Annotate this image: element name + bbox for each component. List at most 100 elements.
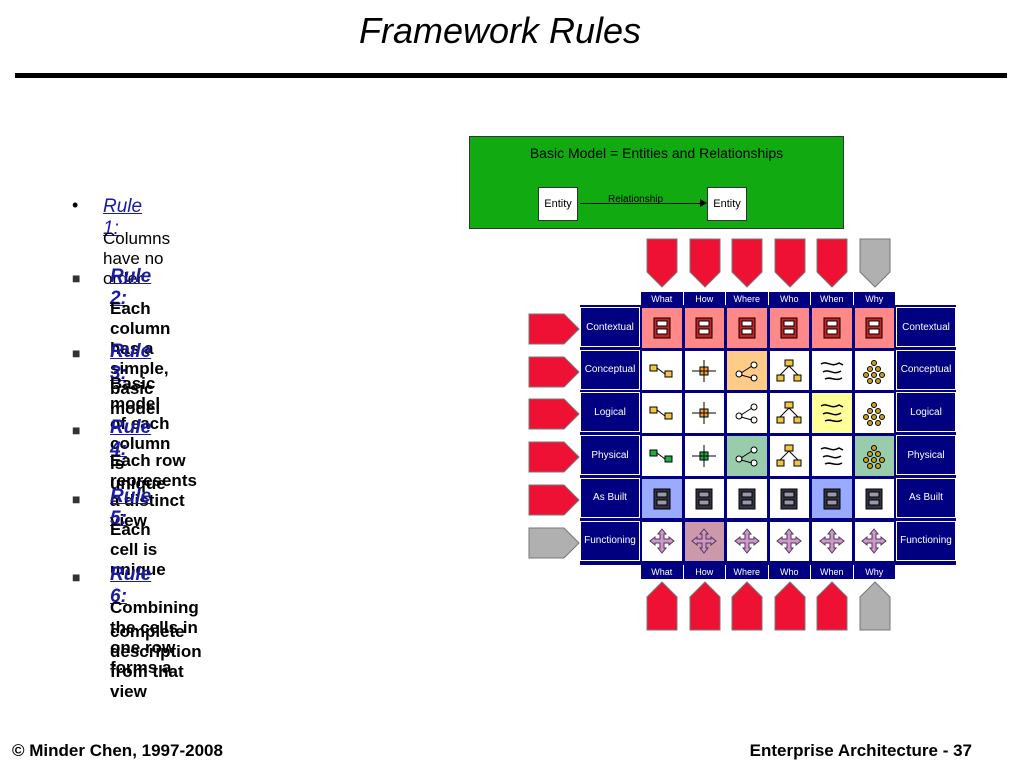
cell-icon-physical-how	[692, 444, 717, 467]
cell-functioning-where	[726, 520, 768, 563]
cell-icon-conceptual-what	[649, 364, 673, 378]
rule-6-description-line1: Combining the cells in one row forms a	[110, 598, 199, 677]
column-header-bottom-why: Why	[853, 565, 895, 579]
arrow-up-where-shape	[731, 581, 763, 631]
cell-conceptual-where	[726, 349, 768, 392]
cell-icon-as-built-why	[865, 488, 883, 510]
column-header-top-who: Who	[768, 292, 810, 306]
rule-4-bullet: ■	[72, 422, 81, 438]
cell-icon-as-built-how	[695, 488, 713, 510]
row-label-left-contextual: Contextual	[580, 307, 640, 347]
cell-icon-logical-where	[735, 403, 758, 424]
arrow-right-contextual	[528, 313, 580, 350]
cell-conceptual-why	[853, 349, 895, 392]
cell-icon-conceptual-who	[776, 359, 802, 382]
cell-logical-what	[641, 392, 683, 435]
column-header-bottom-how: How	[683, 565, 725, 579]
arrow-down-what-shape	[646, 238, 678, 288]
slide-title: Framework Rules	[358, 10, 642, 51]
rule-2-heading: Rule 2:	[110, 266, 152, 309]
arrow-right-physical	[528, 441, 580, 478]
cell-functioning-how	[683, 520, 725, 563]
row-label-right-contextual: Contextual	[896, 307, 956, 347]
arrow-right-functioning-shape	[528, 527, 580, 558]
cell-icon-physical-when	[820, 447, 844, 466]
basic-model-title: Basic Model = Entities and Relationships	[529, 145, 784, 161]
cell-icon-contextual-what	[653, 317, 671, 339]
relationship-label: Relationship	[608, 194, 664, 205]
rule-3-bullet: ■	[72, 345, 81, 361]
row-label-right-physical: Physical	[896, 435, 956, 476]
cell-icon-functioning-how	[691, 528, 718, 555]
cell-icon-as-built-where	[738, 488, 756, 510]
rule-6-bullet: ■	[72, 569, 81, 585]
arrow-down-who	[774, 238, 806, 293]
column-header-bottom-who: Who	[768, 565, 810, 579]
arrow-up-how	[689, 581, 721, 636]
arrow-right-logical	[528, 398, 580, 435]
relationship-line	[580, 203, 704, 204]
arrow-down-when	[816, 238, 848, 293]
cell-conceptual-what	[641, 349, 683, 392]
column-header-bottom-when: When	[811, 565, 853, 579]
cell-as-built-what	[641, 477, 683, 520]
row-label-left-functioning: Functioning	[580, 520, 640, 561]
cell-contextual-who	[768, 307, 810, 349]
cell-contextual-why	[853, 307, 895, 349]
relationship-arrowhead	[700, 199, 707, 207]
cell-icon-logical-who	[776, 401, 802, 424]
arrow-up-who-shape	[774, 581, 805, 631]
row-label-left-conceptual: Conceptual	[580, 349, 640, 390]
cell-icon-functioning-who	[776, 528, 803, 555]
cell-physical-when	[811, 435, 853, 477]
rule-2-bullet: ■	[72, 270, 81, 286]
arrow-right-as-built	[528, 484, 580, 521]
cell-icon-logical-how	[692, 402, 717, 425]
arrow-right-as-built-shape	[528, 484, 580, 516]
cell-physical-why	[853, 435, 895, 477]
rule-2-description: Each column has a simple, basic model	[110, 299, 171, 418]
row-label-left-as-built: As Built	[580, 477, 640, 518]
cell-icon-contextual-how	[695, 317, 713, 339]
column-header-bottom-where: Where	[726, 565, 768, 579]
cell-icon-functioning-where	[733, 528, 760, 555]
cell-logical-why	[853, 392, 895, 435]
cell-functioning-what	[641, 520, 683, 563]
cell-conceptual-who	[768, 349, 810, 392]
column-header-top-what: What	[641, 292, 683, 306]
basic-model-box: Basic Model = Entities and Relationships…	[469, 136, 844, 229]
cell-icon-functioning-when	[818, 528, 845, 555]
cell-contextual-when	[811, 307, 853, 349]
arrow-right-logical-shape	[528, 398, 580, 430]
cell-icon-physical-what	[649, 449, 673, 463]
column-header-bottom-what: What	[641, 565, 683, 579]
cell-as-built-why	[853, 477, 895, 520]
rule-5-description: Each cell is unique	[110, 520, 166, 579]
cell-icon-physical-where	[735, 446, 758, 467]
rule-4-description: Each row represents a distinct view	[110, 451, 197, 530]
cell-as-built-who	[768, 477, 810, 520]
row-label-left-physical: Physical	[580, 435, 640, 476]
cell-icon-functioning-why	[861, 528, 888, 555]
arrow-up-why	[859, 581, 891, 636]
arrow-up-why-shape	[859, 581, 890, 631]
cell-logical-who	[768, 392, 810, 435]
rule-1-heading: Rule 1:	[103, 196, 143, 239]
arrow-right-contextual-shape	[528, 313, 580, 345]
arrow-up-when-shape	[816, 581, 848, 631]
arrow-right-functioning	[528, 527, 580, 564]
cell-contextual-how	[683, 307, 725, 349]
arrow-up-what-shape	[646, 581, 678, 631]
cell-physical-who	[768, 435, 810, 477]
arrow-up-where	[731, 581, 763, 636]
cell-logical-how	[683, 392, 725, 435]
arrow-right-conceptual	[528, 356, 580, 393]
column-header-top-when: When	[811, 292, 853, 306]
cell-icon-functioning-what	[648, 528, 675, 555]
cell-contextual-what	[641, 307, 683, 349]
cell-icon-physical-why	[863, 444, 886, 469]
cell-as-built-when	[811, 477, 853, 520]
cell-logical-when	[811, 392, 853, 435]
cell-as-built-where	[726, 477, 768, 520]
arrow-down-who-shape	[774, 238, 805, 288]
